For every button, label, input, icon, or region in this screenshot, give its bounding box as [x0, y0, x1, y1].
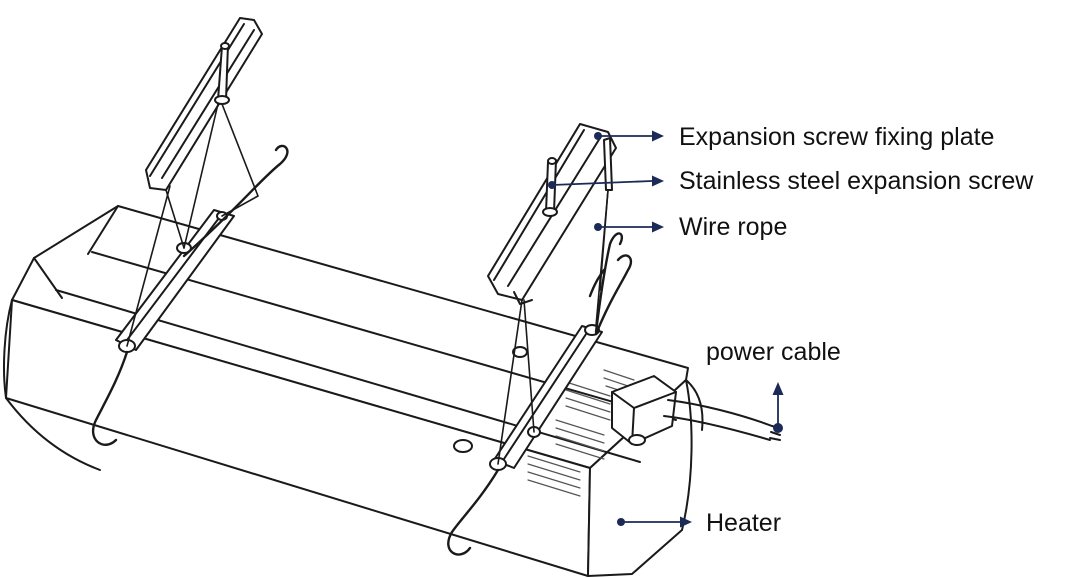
- hook-icon: [92, 144, 633, 556]
- left-expansion-screw: [214, 42, 230, 105]
- heater-grill: [527, 369, 635, 497]
- callouts: [548, 130, 784, 528]
- junction-box: [611, 375, 677, 446]
- heater-body: [3, 205, 704, 577]
- label-power-cable: power cable: [706, 338, 841, 366]
- label-stainless-steel-expansion-screw: Stainless steel expansion screw: [679, 167, 1034, 195]
- body-hole-icon: [512, 346, 528, 358]
- body-hole-icon: [453, 439, 473, 453]
- label-expansion-screw-fixing-plate: Expansion screw fixing plate: [679, 123, 995, 151]
- right-plate-stud: [603, 137, 613, 191]
- label-heater: Heater: [706, 509, 782, 537]
- label-wire-rope: Wire rope: [679, 213, 788, 241]
